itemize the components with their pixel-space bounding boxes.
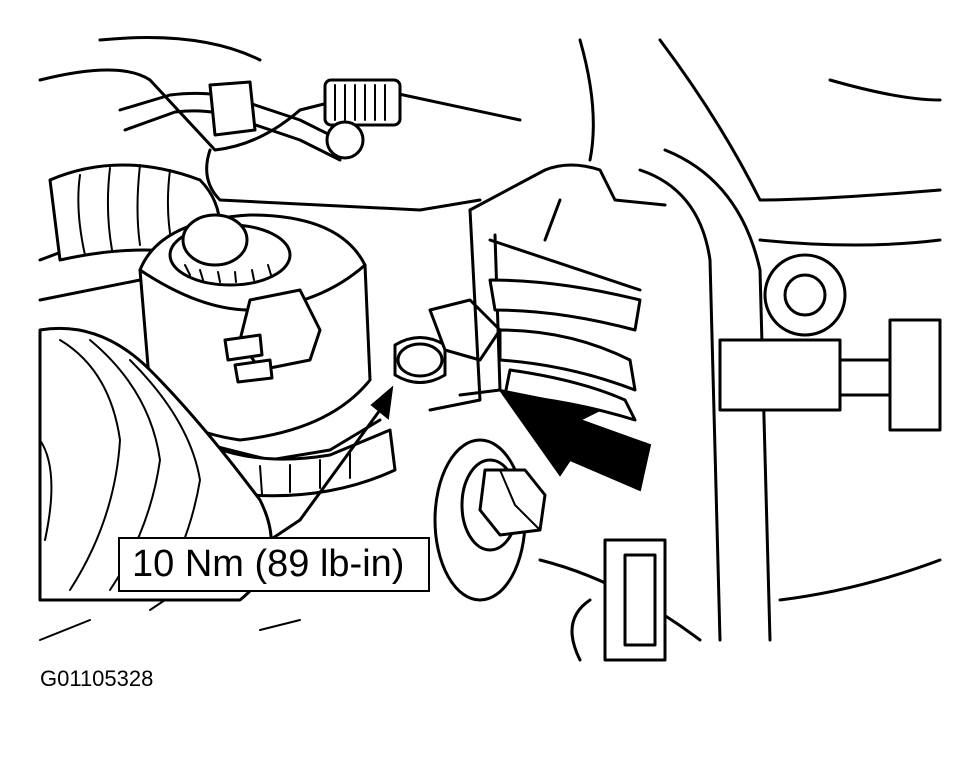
vertical-pipe xyxy=(638,148,942,642)
figure-id: G01105328 xyxy=(40,666,154,691)
solenoid-valve xyxy=(138,213,397,498)
bolt-arrow-icon xyxy=(298,385,394,522)
torque-spec-callout: 10 Nm (89 lb-in) xyxy=(118,537,430,592)
connector-housing xyxy=(323,78,402,127)
hex-bolt xyxy=(433,438,547,602)
hose-clamp-icon xyxy=(208,80,257,137)
retaining-bolt xyxy=(393,298,502,384)
pipe-clamp xyxy=(718,338,842,412)
pointer-arrow-icon xyxy=(497,388,652,492)
fluid-lines xyxy=(118,78,482,212)
callout-leader-line xyxy=(268,518,302,542)
sensor-connector xyxy=(570,538,667,662)
